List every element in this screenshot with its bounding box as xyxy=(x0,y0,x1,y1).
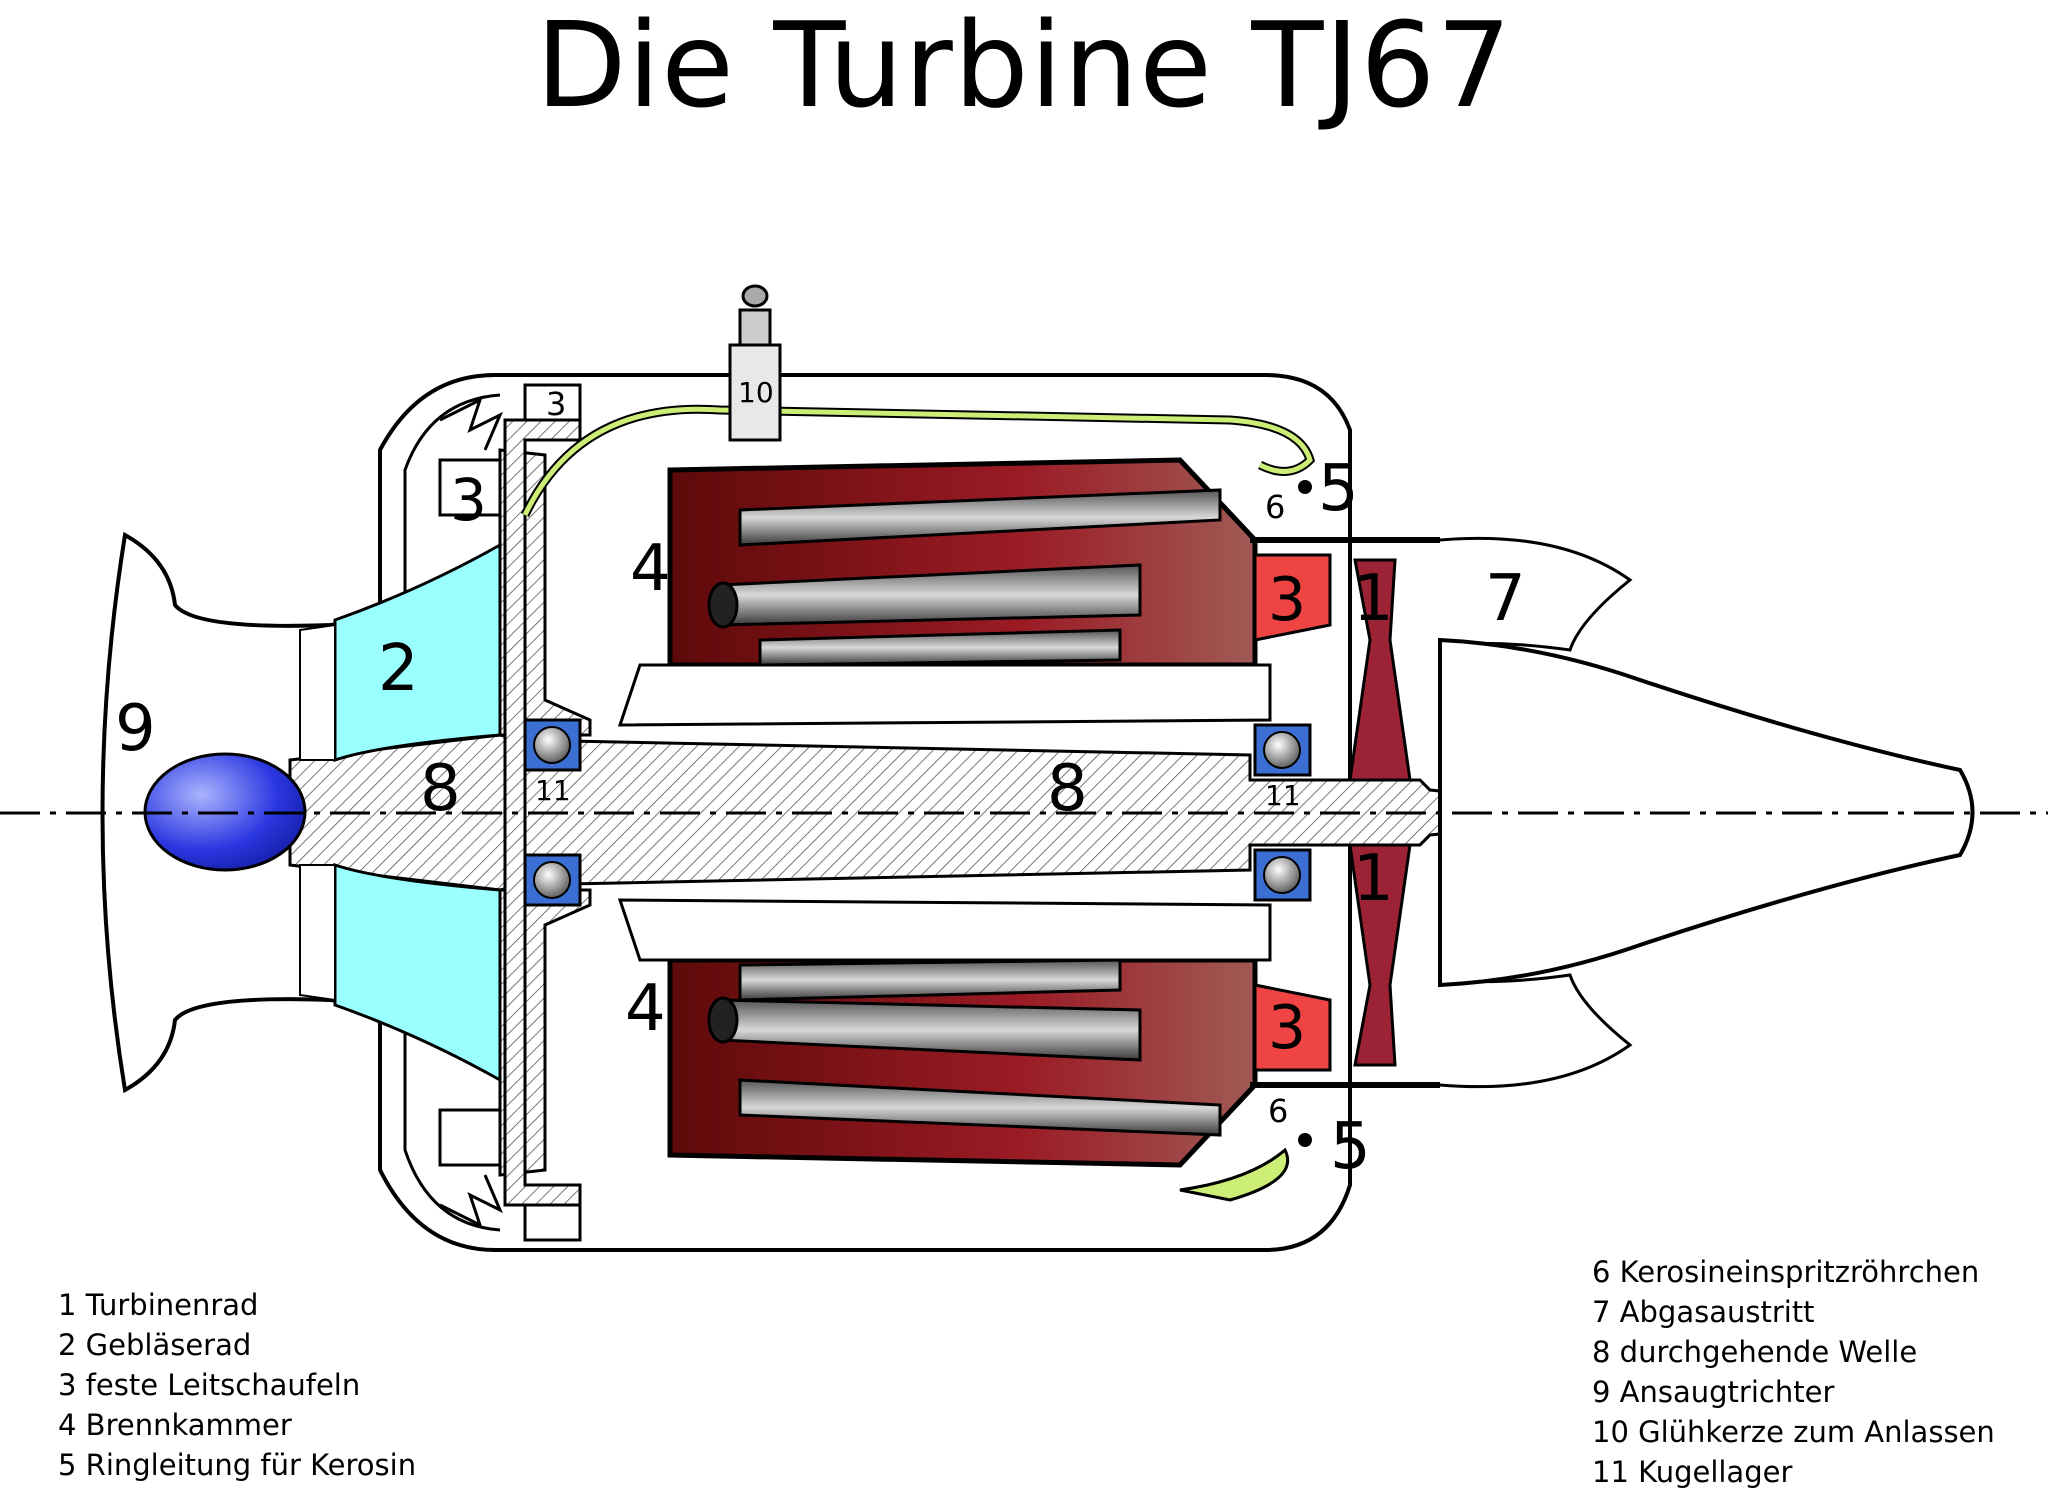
label-glow-plug: 10 xyxy=(738,376,774,409)
diagram-title: Die Turbine TJ67 xyxy=(535,0,1513,134)
label-shaft-rear: 8 xyxy=(1047,752,1088,826)
legend-item: 6 Kerosineinspritzröhrchen xyxy=(1592,1255,1980,1289)
label-turbine-wheel-bottom: 1 xyxy=(1353,842,1394,916)
label-shaft-front: 8 xyxy=(420,752,461,826)
glow-plug xyxy=(728,284,782,442)
compressor-wheel xyxy=(299,542,502,1083)
ball-bearings xyxy=(523,718,1312,907)
label-intake: 9 xyxy=(115,692,156,766)
combustion-chamber-bottom xyxy=(667,957,1258,1168)
legend-item: 2 Gebläserad xyxy=(58,1328,252,1362)
legend-item: 1 Turbinenrad xyxy=(58,1288,259,1322)
turbine-guide-vanes xyxy=(1253,553,1332,1072)
legend-item: 8 durchgehende Welle xyxy=(1592,1335,1918,1369)
legend-item: 9 Ansaugtrichter xyxy=(1592,1375,1835,1409)
label-injector-bottom: 6 xyxy=(1268,1092,1288,1130)
label-bearing-rear: 11 xyxy=(1265,779,1301,812)
label-compressor-wheel: 2 xyxy=(378,632,419,706)
legend-item: 5 Ringleitung für Kerosin xyxy=(58,1448,417,1482)
label-fuel-ring-top: 5 xyxy=(1318,452,1359,526)
label-fuel-ring-bottom: 5 xyxy=(1330,1110,1371,1184)
label-combustion-bottom: 4 xyxy=(625,972,666,1046)
label-exhaust: 7 xyxy=(1485,562,1526,636)
legend-item: 3 feste Leitschaufeln xyxy=(58,1368,361,1402)
exhaust-nozzle xyxy=(1250,536,1975,1089)
label-diffuser-vanes: 3 xyxy=(450,466,487,534)
diffuser-vanes-front xyxy=(438,383,582,1242)
label-bearing-front: 11 xyxy=(535,774,571,807)
label-guide-vanes-top: 3 xyxy=(1268,565,1306,635)
label-guide-vanes-bottom: 3 xyxy=(1268,993,1306,1063)
combustion-chamber-top xyxy=(667,457,1258,668)
legend-item: 11 Kugellager xyxy=(1592,1455,1793,1489)
legend-left: 1 Turbinenrad 2 Gebläserad 3 feste Leits… xyxy=(58,1285,416,1485)
legend-item: 7 Abgasaustritt xyxy=(1592,1295,1815,1329)
legend-right: 6 Kerosineinspritzröhrchen 7 Abgasaustri… xyxy=(1592,1252,1995,1492)
inner-liner xyxy=(617,663,1272,962)
label-combustion-top: 4 xyxy=(630,532,671,606)
turbine-wheel xyxy=(1348,558,1412,1067)
legend-item: 10 Glühkerze zum Anlassen xyxy=(1592,1415,1995,1449)
part-number-labels: 1 1 2 3 3 3 3 4 4 5 5 6 6 7 8 8 9 10 11 … xyxy=(115,376,1526,1184)
label-diffuser-small: 3 xyxy=(546,385,566,423)
label-turbine-wheel-top: 1 xyxy=(1353,562,1394,636)
label-injector-top: 6 xyxy=(1265,488,1285,526)
legend-item: 4 Brennkammer xyxy=(58,1408,292,1442)
fuel-ring-line xyxy=(520,404,1316,1202)
